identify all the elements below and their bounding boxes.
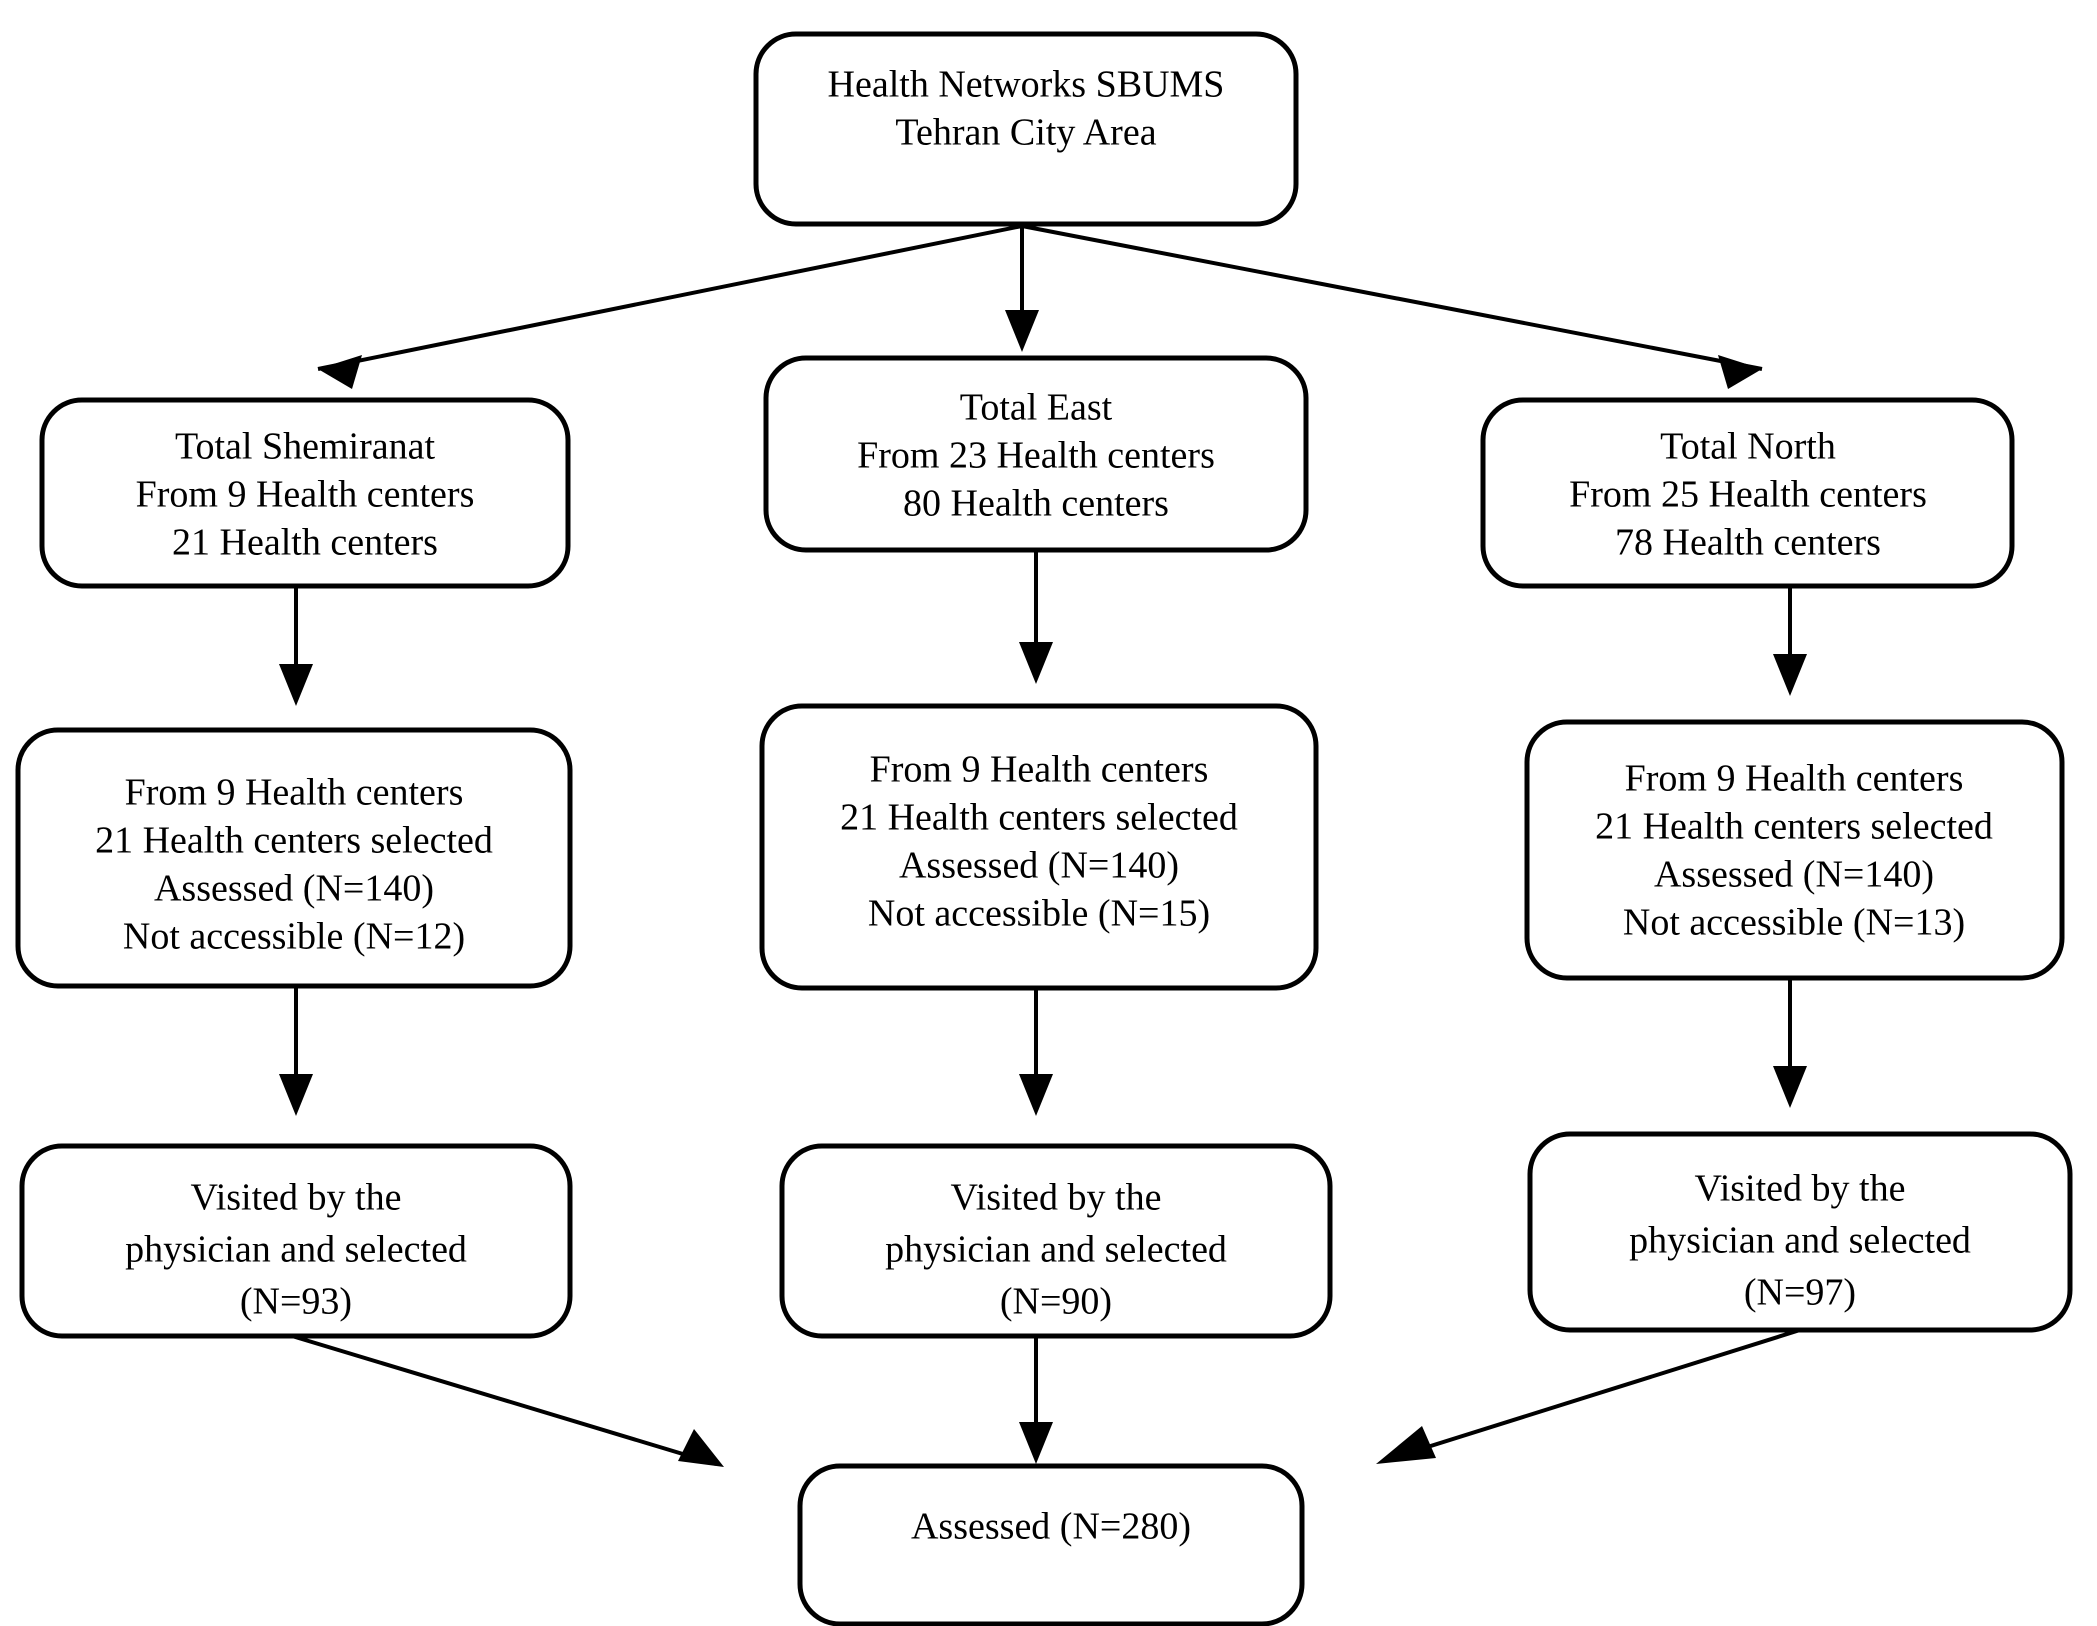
- node-total-east[interactable]: Total East From 23 Health centers 80 Hea…: [763, 355, 1309, 553]
- edge-north-to-selection: [1773, 586, 1807, 696]
- edge-north-visited-to-assessed: [1376, 1328, 1801, 1464]
- edge-layer: [279, 224, 1807, 1467]
- node-text-line: From 23 Health centers: [857, 435, 1215, 477]
- node-text-line: From 9 Health centers: [870, 749, 1209, 791]
- node-text-line: Not accessible (N=12): [123, 916, 465, 958]
- node-text-line: Total Shemiranat: [175, 426, 436, 468]
- node-text-line: Visited by the: [191, 1177, 402, 1219]
- node-total-shemiranat[interactable]: Total Shemiranat From 9 Health centers 2…: [39, 397, 571, 589]
- edge-shemiranat-selection-to-visited: [279, 986, 313, 1116]
- node-text-line: Not accessible (N=13): [1623, 902, 1965, 944]
- edge-shemiranat-to-selection: [279, 586, 313, 706]
- node-text-line: Assessed (N=140): [1654, 854, 1934, 896]
- node-text-line: Total East: [960, 387, 1113, 429]
- node-total-north[interactable]: Total North From 25 Health centers 78 He…: [1480, 397, 2015, 589]
- edge-east-visited-to-assessed: [1019, 1336, 1053, 1464]
- node-text-line: From 25 Health centers: [1569, 474, 1927, 516]
- node-east-selection[interactable]: From 9 Health centers 21 Health centers …: [759, 703, 1319, 991]
- node-text-line: Visited by the: [1695, 1168, 1906, 1210]
- node-shemiranat-selection[interactable]: From 9 Health centers 21 Health centers …: [15, 727, 573, 989]
- node-text-line: 80 Health centers: [903, 483, 1169, 525]
- edge-east-to-selection: [1019, 550, 1053, 684]
- node-text-line: 21 Health centers: [172, 522, 438, 564]
- node-text-line: (N=90): [1000, 1281, 1112, 1323]
- node-text-line: physician and selected: [125, 1229, 467, 1271]
- node-assessed-total[interactable]: Assessed (N=280): [797, 1463, 1305, 1626]
- node-text-line: physician and selected: [1629, 1220, 1971, 1262]
- node-text-line: 21 Health centers selected: [95, 820, 493, 862]
- node-text-line: Total North: [1660, 426, 1836, 468]
- node-text-line: Tehran City Area: [895, 112, 1156, 154]
- node-text-line: 21 Health centers selected: [840, 797, 1238, 839]
- node-text-line: Assessed (N=140): [154, 868, 434, 910]
- edge-shemiranat-visited-to-assessed: [291, 1334, 724, 1467]
- node-text-line: Health Networks SBUMS: [828, 64, 1225, 106]
- node-text-line: From 9 Health centers: [125, 772, 464, 814]
- node-north-visited[interactable]: Visited by the physician and selected (N…: [1527, 1131, 2073, 1333]
- node-health-networks-sbums[interactable]: Health Networks SBUMS Tehran City Area: [753, 31, 1299, 227]
- node-text-line: Visited by the: [951, 1177, 1162, 1219]
- node-text-line: physician and selected: [885, 1229, 1227, 1271]
- edge-east-selection-to-visited: [1019, 988, 1053, 1116]
- edge-root-to-total-east: [1005, 226, 1039, 352]
- node-text-line: From 9 Health centers: [136, 474, 475, 516]
- node-text-line: (N=97): [1744, 1272, 1856, 1314]
- node-text-line: Assessed (N=140): [899, 845, 1179, 887]
- node-text-line: Assessed (N=280): [911, 1506, 1191, 1548]
- node-east-visited[interactable]: Visited by the physician and selected (N…: [779, 1143, 1333, 1339]
- edge-root-to-total-shemiranat: [317, 224, 1023, 389]
- node-text-line: 21 Health centers selected: [1595, 806, 1993, 848]
- node-text-line: From 9 Health centers: [1625, 758, 1964, 800]
- node-text-line: (N=93): [240, 1281, 352, 1323]
- edge-root-to-total-north: [1021, 224, 1763, 389]
- node-north-selection[interactable]: From 9 Health centers 21 Health centers …: [1524, 719, 2065, 981]
- node-text-line: 78 Health centers: [1615, 522, 1881, 564]
- edge-north-selection-to-visited: [1773, 978, 1807, 1108]
- node-shemiranat-visited[interactable]: Visited by the physician and selected (N…: [19, 1143, 573, 1339]
- node-text-line: Not accessible (N=15): [868, 893, 1210, 935]
